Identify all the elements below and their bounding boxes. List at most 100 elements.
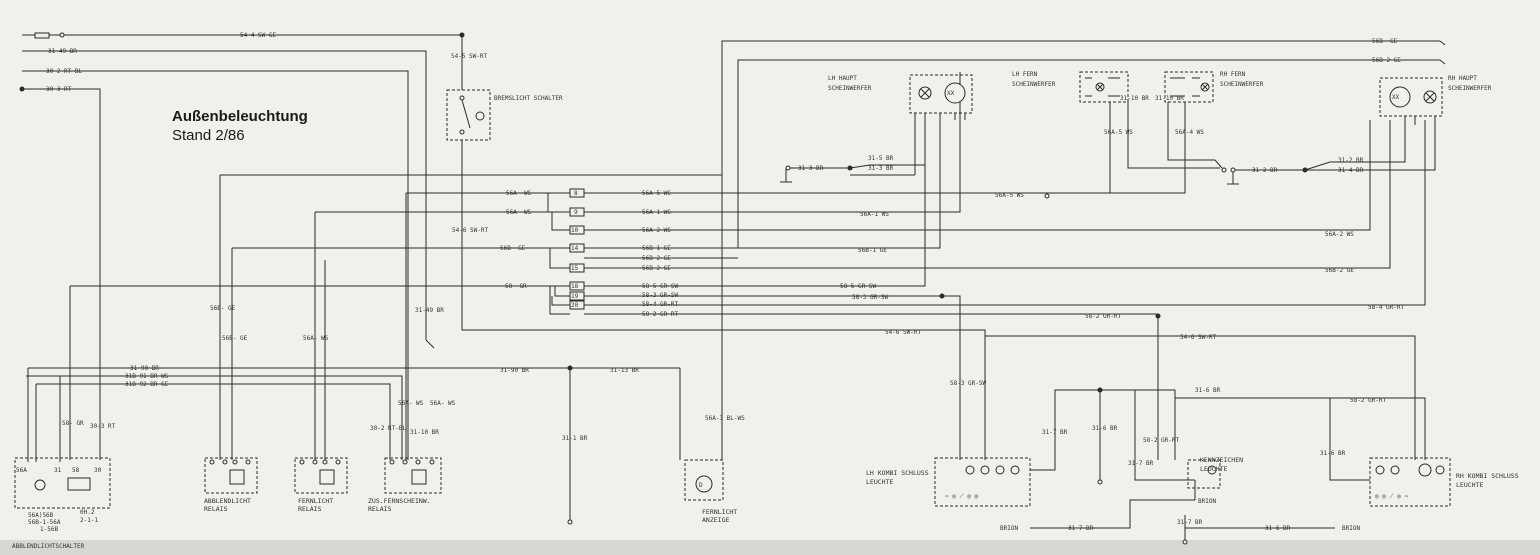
lh-fog-light: LH FERN SCHEINWERFER 56A-5 WS 31-10 BR — [1012, 71, 1220, 199]
connector — [59, 32, 65, 38]
svg-text:SCHEINWERFER: SCHEINWERFER — [1012, 81, 1056, 88]
svg-text:31-3 BR: 31-3 BR — [798, 165, 824, 172]
fuse-10: 10 — [569, 225, 585, 235]
svg-text:8: 8 — [574, 190, 578, 197]
wire-30-2 — [22, 70, 409, 460]
svg-text:ABBLENDLICHT: ABBLENDLICHT — [204, 497, 251, 505]
svg-text:31B-91 BR-WS: 31B-91 BR-WS — [125, 373, 169, 380]
svg-text:31-2 BR: 31-2 BR — [1338, 157, 1364, 164]
brake-light-switch: 54-5 SW-RT BREMSLICHT SCHALTER 54-6 SW-R… — [446, 35, 986, 460]
svg-text:RH HAUPT: RH HAUPT — [1448, 75, 1477, 82]
svg-text:RELAIS: RELAIS — [204, 505, 228, 513]
svg-text:31-1 BR: 31-1 BR — [562, 435, 588, 442]
wire-56b-ge — [721, 40, 1440, 460]
svg-text:31-2 BR: 31-2 BR — [1252, 167, 1278, 174]
svg-text:31-13 BR: 31-13 BR — [610, 367, 639, 374]
brion-connectors: BRION BRION 31-7 BR 31-7 BR 31-6 BR BRIO… — [1000, 480, 1360, 545]
fuse-14: 14 — [569, 243, 585, 253]
rh-fog-light: RH FERN SCHEINWERFER 56A-4 WS 31-10 BR 3… — [1050, 71, 1308, 194]
svg-text:31-6 BR: 31-6 BR — [1092, 425, 1118, 432]
svg-text:⇦ ◎ ⟋ ◎ ◎: ⇦ ◎ ⟋ ◎ ◎ — [945, 493, 978, 500]
svg-text:RELAIS: RELAIS — [298, 505, 322, 513]
svg-text:BRION: BRION — [1000, 525, 1018, 532]
svg-text:56A-3 BL-WS: 56A-3 BL-WS — [705, 415, 745, 422]
svg-text:XX: XX — [1392, 94, 1400, 101]
svg-text:SCHEINWERFER: SCHEINWERFER — [1448, 85, 1492, 92]
feed-lines: 54-4 SW-GE 31-49 BR 30-2 RT-BL 30-3 RT — [19, 32, 465, 460]
wire-31-49 — [22, 50, 427, 340]
low-beam-relay: 56B- GE 56B- GE ABBLENDLICHT RELAIS — [204, 174, 722, 513]
svg-text:◎ ◎ ⟋ ◎ ⇨: ◎ ◎ ⟋ ◎ ⇨ — [1375, 493, 1408, 500]
fuse-20: 20 — [569, 300, 585, 310]
svg-text:58-3 GR-SW: 58-3 GR-SW — [642, 292, 679, 299]
svg-text:56B-1-56A: 56B-1-56A — [28, 519, 61, 526]
svg-text:56A-1 WS: 56A-1 WS — [642, 209, 671, 216]
svg-text:LH KOMBI SCHLUSS: LH KOMBI SCHLUSS — [866, 469, 929, 477]
svg-text:20: 20 — [571, 302, 579, 309]
svg-text:56A-4 WS: 56A-4 WS — [1175, 129, 1204, 136]
svg-text:31-49 BR: 31-49 BR — [415, 307, 444, 314]
svg-text:31-90 BR: 31-90 BR — [130, 365, 159, 372]
svg-text:56A- WS: 56A- WS — [398, 400, 424, 407]
svg-text:31-10 BR: 31-10 BR — [1120, 95, 1149, 102]
svg-text:31-6 BR: 31-6 BR — [1195, 387, 1221, 394]
label-56b-ge-1: 56B- GE — [500, 245, 526, 252]
svg-text:31-6 BR: 31-6 BR — [1265, 525, 1291, 532]
svg-text:31-90 BR: 31-90 BR — [500, 367, 529, 374]
svg-text:58-4 GR-RT: 58-4 GR-RT — [1368, 304, 1405, 311]
svg-text:58-2 GR-RT: 58-2 GR-RT — [1350, 397, 1387, 404]
svg-text:ABBLENDLICHTSCHALTER: ABBLENDLICHTSCHALTER — [12, 543, 85, 550]
svg-text:56B- GE: 56B- GE — [210, 305, 236, 312]
dip-switch: 58- GR 30-3 RT 56A 31 58 30 56A)56B 56B-… — [12, 286, 116, 550]
svg-text:KENNZEICHEN: KENNZEICHEN — [1200, 456, 1243, 464]
svg-text:58-2 GR-RT: 58-2 GR-RT — [1085, 313, 1122, 320]
svg-text:56B-1 GE: 56B-1 GE — [858, 247, 887, 254]
svg-text:RH KOMBI SCHLUSS: RH KOMBI SCHLUSS — [1456, 472, 1519, 480]
label-lh-scheinwerfer: SCHEINWERFER — [828, 85, 872, 92]
title-line-2: Stand 2/86 — [172, 127, 245, 144]
rh-tail-light: ◎ ◎ ⟋ ◎ ⇨ RH KOMBI SCHLUSS LEUCHTE 31-6 … — [1320, 398, 1519, 507]
svg-text:56A- WS: 56A- WS — [303, 335, 329, 342]
svg-text:30-2 RT-BL: 30-2 RT-BL — [370, 425, 407, 432]
svg-text:56A-1 WS: 56A-1 WS — [860, 211, 889, 218]
fuse-symbol — [34, 32, 50, 39]
svg-text:58-3 GR-SW: 58-3 GR-SW — [852, 294, 889, 301]
svg-text:58-4 GR-RT: 58-4 GR-RT — [642, 301, 679, 308]
svg-text:LEUCHTE: LEUCHTE — [866, 478, 893, 486]
label-56b-ge: 56B- GE — [1372, 38, 1398, 45]
rh-headlight: RH HAUPT SCHEINWERFER XX 31-2 BR 31-4 BR — [1304, 75, 1492, 174]
svg-text:56A)56B: 56A)56B — [28, 512, 54, 519]
label-54-6-horizontal: 54-6 SW-RT — [885, 329, 922, 336]
svg-text:BRION: BRION — [1198, 498, 1216, 505]
aux-high-beam-relay: 31-49 BR 56A- WS 56A- WS 30-2 RT-BL 31-1… — [368, 193, 456, 513]
svg-text:LEUCHTE: LEUCHTE — [1200, 465, 1227, 473]
svg-text:31B-92 BR-GE: 31B-92 BR-GE — [125, 381, 169, 388]
svg-text:58-3 GR-SW: 58-3 GR-SW — [950, 380, 987, 387]
svg-text:10: 10 — [571, 227, 579, 234]
svg-text:31: 31 — [54, 467, 62, 474]
svg-text:2-1-1: 2-1-1 — [80, 517, 98, 524]
svg-text:58-2 GR-RT: 58-2 GR-RT — [1143, 437, 1180, 444]
svg-text:31-6 BR: 31-6 BR — [1320, 450, 1346, 457]
license-plate-light: 31-6 BR 31-7 BR 58-2 GR-RT KENNZEICHEN L… — [1092, 387, 1426, 489]
title-line-1: Außenbeleuchtung — [172, 108, 308, 125]
fuse-8: 8 — [569, 188, 585, 198]
svg-text:56B-2 GE: 56B-2 GE — [642, 265, 671, 272]
wire-30-3 — [22, 88, 101, 460]
svg-text:31-7 BR: 31-7 BR — [1177, 519, 1203, 526]
svg-text:ZUS.FERNSCHEINW.: ZUS.FERNSCHEINW. — [368, 497, 431, 505]
svg-text:ANZEIGE: ANZEIGE — [702, 516, 729, 524]
svg-text:RELAIS: RELAIS — [368, 505, 392, 513]
svg-text:56B- GE: 56B- GE — [222, 335, 248, 342]
fuse-9: 9 — [569, 207, 585, 217]
svg-text:56A- WS: 56A- WS — [430, 400, 456, 407]
fuse-15: 15 — [569, 263, 585, 273]
fuse-19: 19 — [569, 291, 585, 301]
svg-text:56A-2 WS: 56A-2 WS — [642, 227, 671, 234]
svg-text:31-7 BR: 31-7 BR — [1042, 429, 1068, 436]
svg-text:FERNLICHT: FERNLICHT — [702, 508, 737, 516]
svg-text:D: D — [699, 482, 703, 489]
svg-text:RH FERN: RH FERN — [1220, 71, 1246, 78]
